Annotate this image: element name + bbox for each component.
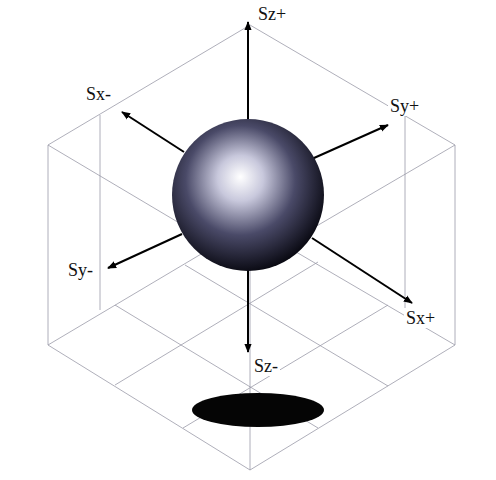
axis-arrows xyxy=(108,22,412,352)
axis-label: Sx+ xyxy=(404,308,437,328)
sphere xyxy=(172,119,324,271)
wireframe-grid xyxy=(48,25,455,470)
shadow xyxy=(192,393,324,427)
axis-label: Sz+ xyxy=(256,4,288,24)
axis-label: Sy+ xyxy=(388,96,421,116)
axis-label: Sx- xyxy=(84,84,113,104)
axis-label: Sy- xyxy=(66,260,95,280)
axis-label: Sz- xyxy=(252,356,280,376)
